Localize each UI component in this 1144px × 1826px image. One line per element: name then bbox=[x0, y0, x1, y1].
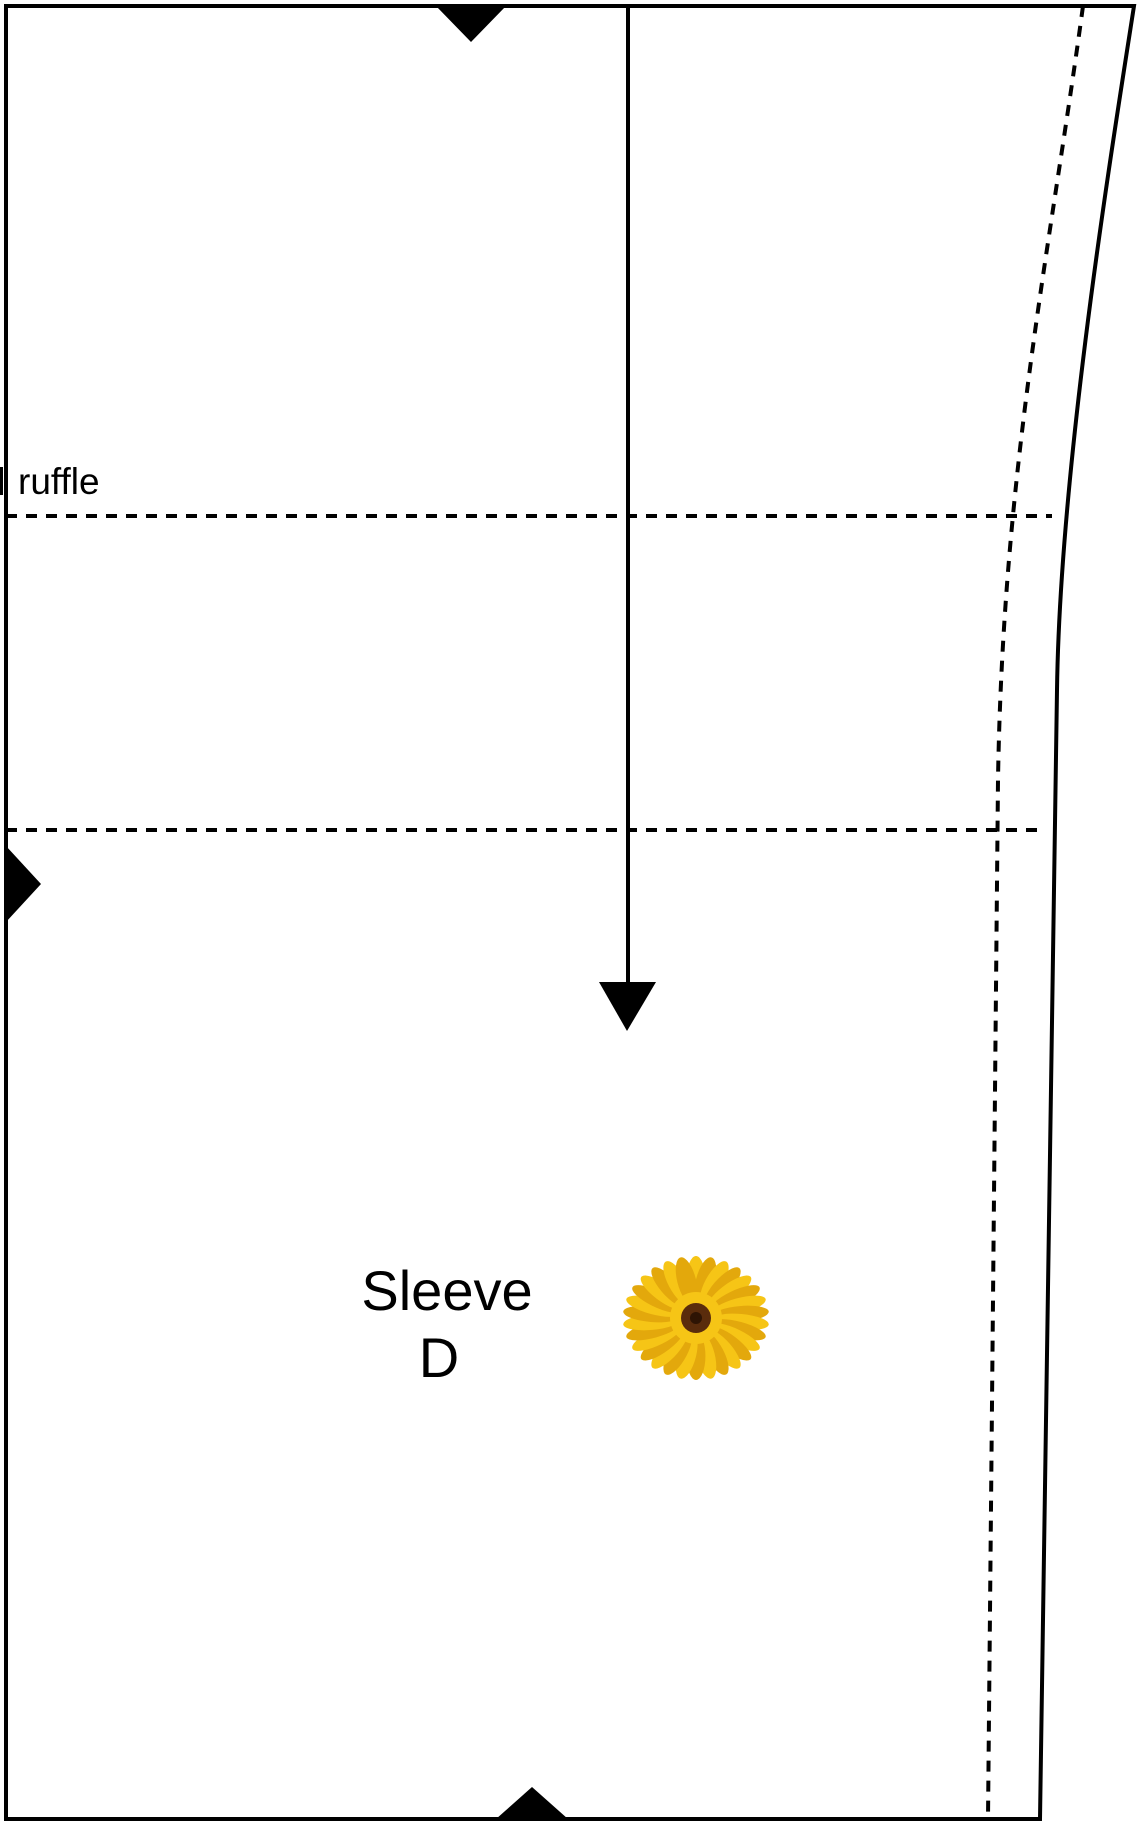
cutting-outline bbox=[4, 4, 1137, 1821]
sunflower-icon bbox=[623, 1256, 769, 1380]
piece-name-line2: D bbox=[419, 1326, 459, 1389]
ruffle-label-cut-mark bbox=[0, 467, 3, 495]
notch-left bbox=[6, 846, 41, 922]
piece-name-line1: Sleeve bbox=[361, 1259, 532, 1322]
notch-bottom bbox=[496, 1787, 568, 1819]
ruffle-label: ruffle bbox=[18, 461, 100, 502]
grainline-arrowhead bbox=[599, 982, 656, 1031]
notch-top bbox=[436, 6, 506, 42]
seam-line-right bbox=[986, 5, 1085, 1820]
